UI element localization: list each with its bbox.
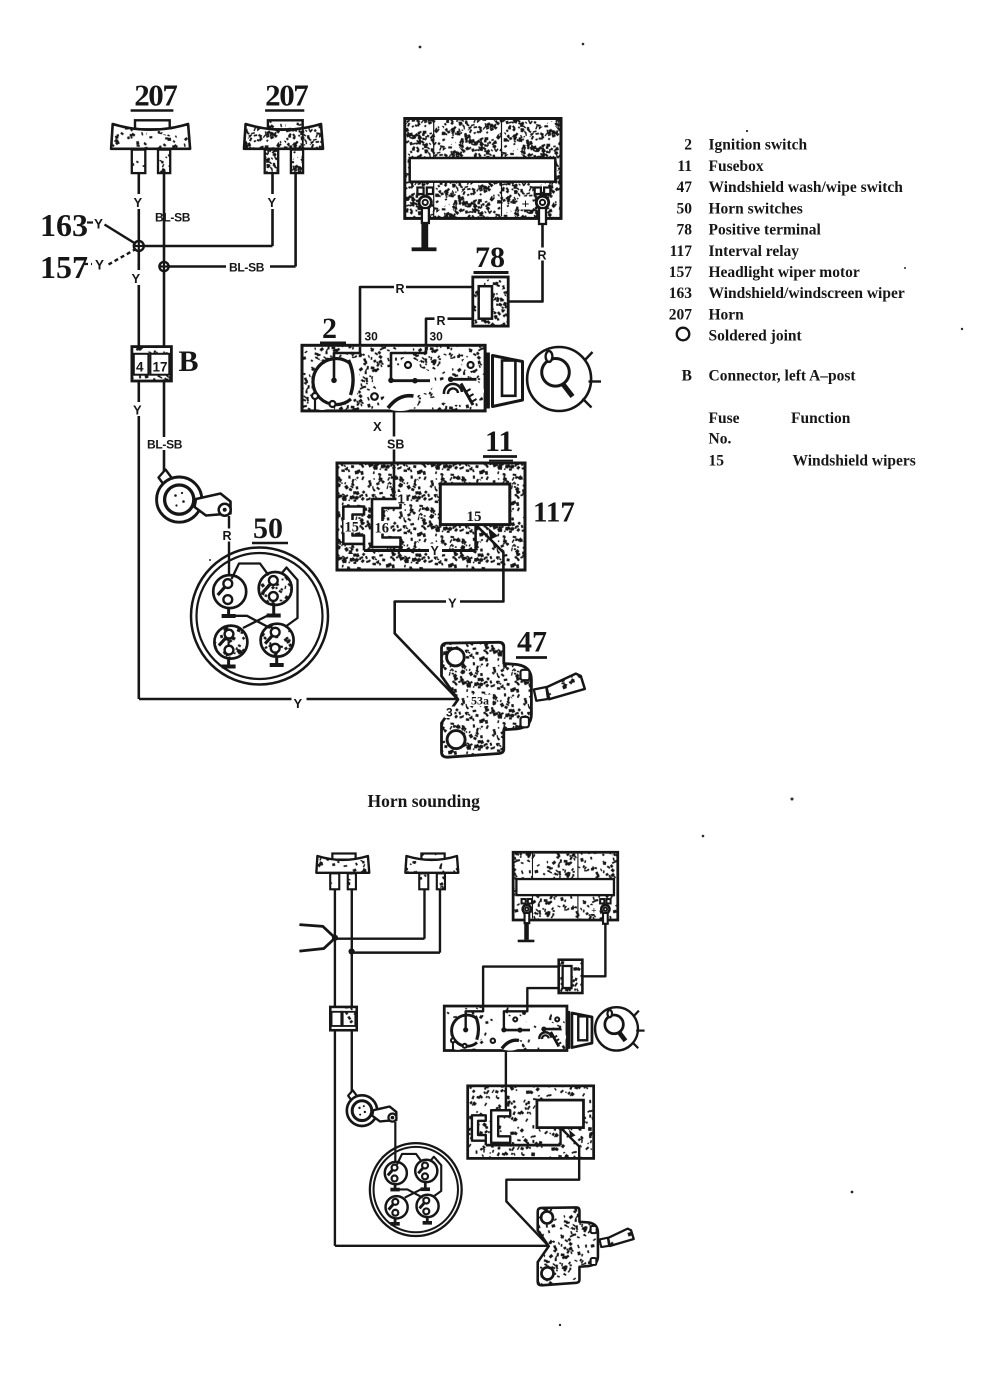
svg-text:R: R <box>538 249 547 263</box>
svg-text:R: R <box>223 529 232 543</box>
svg-text:11: 11 <box>677 158 692 175</box>
svg-text:Fusebox: Fusebox <box>709 158 764 175</box>
svg-text:15: 15 <box>345 520 360 536</box>
svg-text:Horn sounding: Horn sounding <box>368 791 481 811</box>
svg-text:78: 78 <box>475 241 505 274</box>
svg-text:2: 2 <box>348 546 353 557</box>
svg-text:157: 157 <box>40 249 88 285</box>
svg-text:50: 50 <box>677 200 693 217</box>
svg-text:Ignition switch: Ignition switch <box>709 137 808 154</box>
svg-text:53a: 53a <box>471 694 489 708</box>
svg-text:50: 50 <box>253 512 283 545</box>
svg-text:Interval relay: Interval relay <box>709 243 800 260</box>
svg-text:Y: Y <box>95 258 104 273</box>
svg-text:Fuse: Fuse <box>709 410 740 427</box>
svg-text:Y: Y <box>133 403 142 418</box>
svg-text:17: 17 <box>153 360 168 375</box>
svg-text:Y: Y <box>134 195 143 210</box>
svg-text:Windshield wipers: Windshield wipers <box>793 452 916 469</box>
svg-text:207: 207 <box>134 78 177 113</box>
svg-text:78: 78 <box>677 222 693 239</box>
svg-text:Y: Y <box>268 195 277 210</box>
svg-text:BL-SB: BL-SB <box>147 438 183 452</box>
svg-text:Function: Function <box>791 410 851 427</box>
svg-text:Connector, left A–post: Connector, left A–post <box>709 367 857 384</box>
svg-text:SB: SB <box>387 438 404 452</box>
svg-text:+: + <box>522 198 530 213</box>
svg-text:4: 4 <box>136 360 144 375</box>
svg-text:117: 117 <box>533 497 575 529</box>
svg-text:163: 163 <box>669 285 693 302</box>
svg-text:15: 15 <box>709 452 725 469</box>
svg-text:3: 3 <box>446 706 453 720</box>
svg-text:X: X <box>373 419 382 434</box>
svg-text:2: 2 <box>322 312 337 345</box>
svg-text:16: 16 <box>375 521 390 537</box>
svg-text:1: 1 <box>398 492 405 507</box>
svg-text:2: 2 <box>684 137 692 154</box>
svg-text:B: B <box>179 345 199 378</box>
svg-text:Y: Y <box>294 696 303 711</box>
svg-text:Positive terminal: Positive terminal <box>709 222 822 239</box>
svg-text:R: R <box>396 282 405 296</box>
svg-text:BL-SB: BL-SB <box>155 211 191 225</box>
svg-text:+: + <box>591 906 596 916</box>
svg-text:Y: Y <box>448 596 457 611</box>
svg-text:Headlight wiper motor: Headlight wiper motor <box>709 264 860 281</box>
svg-text:No.: No. <box>709 431 732 448</box>
svg-text:R: R <box>437 314 446 328</box>
svg-text:Soldered joint: Soldered joint <box>709 328 803 345</box>
svg-text:Windshield wash/wipe switch: Windshield wash/wipe switch <box>709 179 904 196</box>
svg-text:B: B <box>682 367 692 384</box>
svg-text:Horn: Horn <box>709 306 745 323</box>
svg-text:47: 47 <box>517 626 547 659</box>
svg-text:47: 47 <box>677 179 693 196</box>
svg-text:11: 11 <box>485 425 513 458</box>
svg-text:207: 207 <box>669 306 693 323</box>
svg-text:BL-SB: BL-SB <box>229 261 265 275</box>
svg-text:157: 157 <box>669 264 693 281</box>
svg-text:163: 163 <box>40 207 88 243</box>
svg-text:Windshield/windscreen wiper: Windshield/windscreen wiper <box>709 285 905 302</box>
svg-text:15: 15 <box>467 509 482 525</box>
svg-text:30: 30 <box>430 330 444 344</box>
svg-text:Y: Y <box>94 217 103 232</box>
svg-text:207: 207 <box>265 78 308 113</box>
svg-text:Y: Y <box>431 544 440 558</box>
svg-text:Horn switches: Horn switches <box>709 200 803 217</box>
svg-text:117: 117 <box>670 243 693 260</box>
svg-text:30: 30 <box>365 330 379 344</box>
svg-text:Y: Y <box>132 271 141 286</box>
